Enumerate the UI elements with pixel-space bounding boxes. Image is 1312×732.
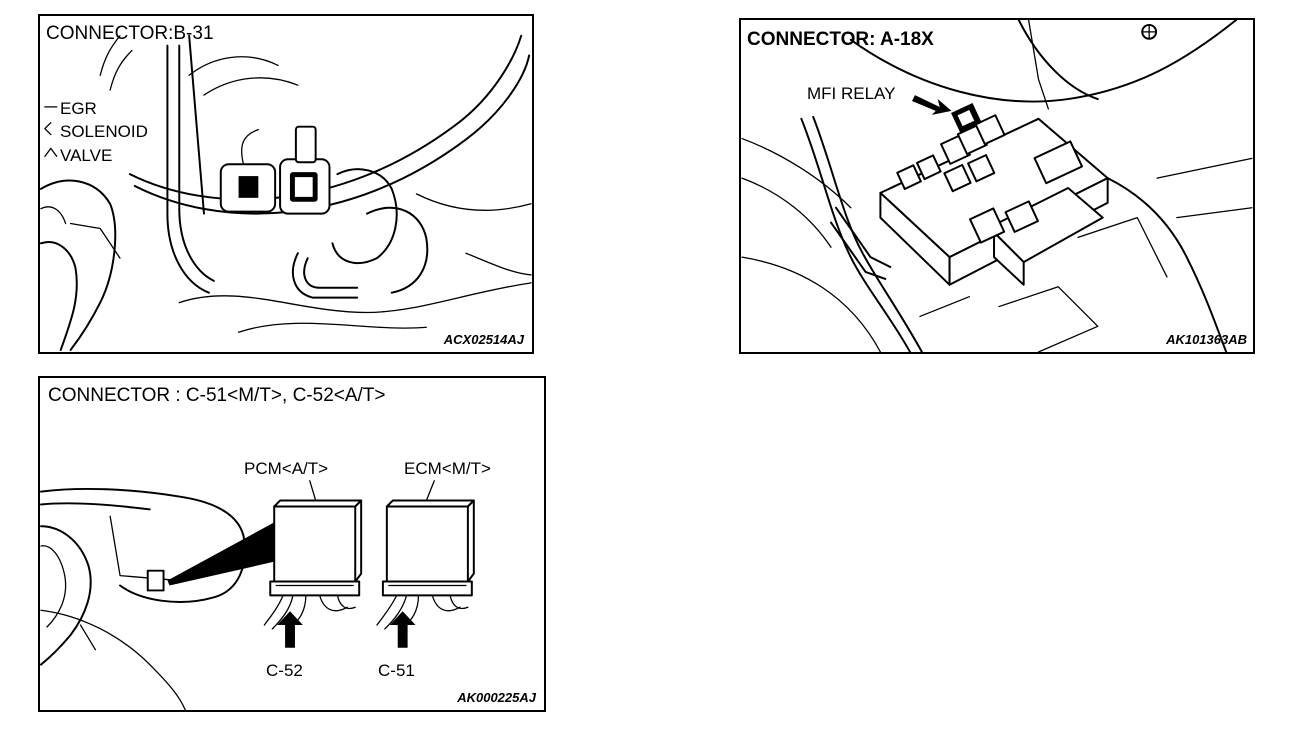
panel-title: CONNECTOR : C-51<M/T>, C-52<A/T>: [48, 385, 386, 406]
figure-code: AK101363AB: [1166, 332, 1247, 347]
label-valve: VALVE: [60, 146, 113, 165]
pcm-ecm-illustration: [40, 480, 475, 710]
relay-box-illustration: [741, 20, 1253, 352]
panel-egr-solenoid: CONNECTOR:B-31 EGR SOLENOID VALVE ACX025…: [38, 14, 534, 354]
label-c52: C-52: [266, 661, 303, 680]
label-solenoid: SOLENOID: [60, 122, 148, 141]
panel-pcm-ecm: CONNECTOR : C-51<M/T>, C-52<A/T> PCM<A/T…: [38, 376, 546, 712]
figure-code: ACX02514AJ: [443, 332, 524, 347]
label-ecm: ECM<M/T>: [404, 459, 491, 478]
panel-title: CONNECTOR:B-31: [46, 23, 214, 44]
label-mfi-relay: MFI RELAY: [807, 84, 896, 103]
egr-engine-illustration: [40, 34, 532, 352]
label-pcm: PCM<A/T>: [244, 459, 329, 478]
figure-code: AK000225AJ: [457, 690, 536, 705]
label-egr: EGR: [60, 99, 97, 118]
label-c51: C-51: [378, 661, 415, 680]
panel-mfi-relay: CONNECTOR: A-18X MFI RELAY AK101363AB: [739, 18, 1255, 354]
panel-title: CONNECTOR: A-18X: [747, 29, 934, 50]
